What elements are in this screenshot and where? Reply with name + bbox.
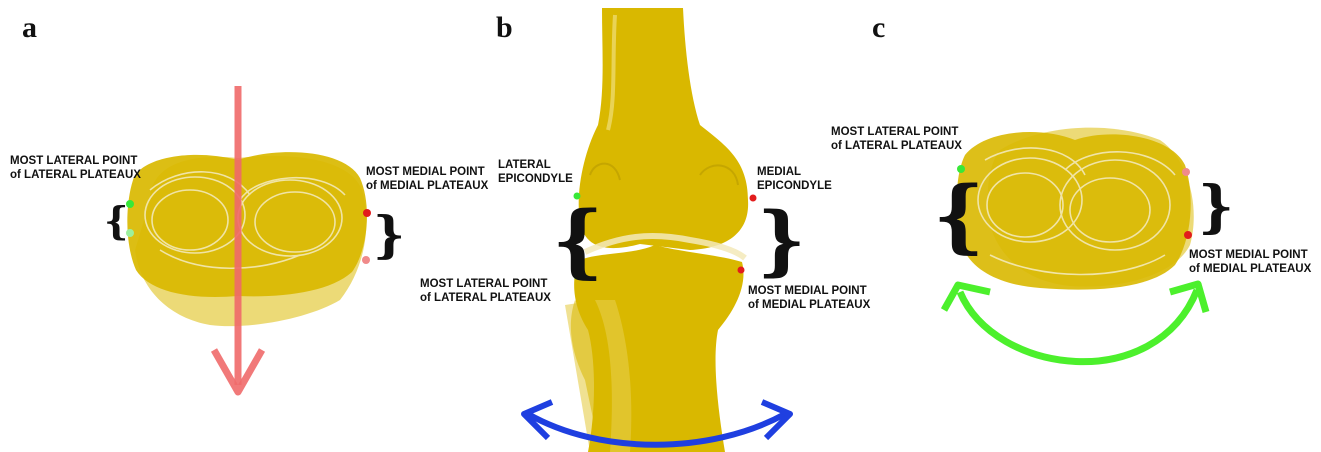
tibial-plateau-top-view-a <box>126 86 371 392</box>
medial-point-red-c <box>1184 231 1192 239</box>
lateral-label-b-line2: of LATERAL PLATEAUX <box>420 292 551 304</box>
medial-label-c-line2: of MEDIAL PLATEAUX <box>1189 263 1312 275</box>
medial-label-c-line1: MOST MEDIAL POINT <box>1189 249 1308 261</box>
lateral-brace-c: { <box>933 168 984 262</box>
lateral-epicondyle-line1: LATERAL <box>498 159 551 171</box>
medial-brace-a: } <box>373 205 405 264</box>
lateral-brace-b: { <box>552 193 603 287</box>
medial-point-pink <box>362 256 370 264</box>
lateral-epicondyle-line2: EPICONDYLE <box>498 173 573 185</box>
panel-a-letter: a <box>22 11 37 44</box>
lateral-label-c-line1: MOST LATERAL POINT <box>831 126 958 138</box>
medial-brace-c: } <box>1198 174 1234 240</box>
medial-label-a-line2: of MEDIAL PLATEAUX <box>366 180 489 192</box>
medial-plateau-point <box>738 267 745 274</box>
panel-c-letter: c <box>872 11 885 44</box>
panel-a: a <box>10 11 489 392</box>
femur <box>579 8 748 250</box>
panel-b-letter: b <box>496 11 513 44</box>
lateral-label-c-line2: of LATERAL PLATEAUX <box>831 140 962 152</box>
panel-b: b <box>420 8 871 452</box>
panel-c: c <box>831 11 1312 362</box>
medial-label-a-line1: MOST MEDIAL POINT <box>366 166 485 178</box>
lateral-label-a-line2: of LATERAL PLATEAUX <box>10 169 141 181</box>
medial-point-red <box>363 209 371 217</box>
medial-epicondyle-line1: MEDIAL <box>757 166 801 178</box>
medial-label-b-line2: of MEDIAL PLATEAUX <box>748 299 871 311</box>
rotation-arrow-green <box>944 284 1206 362</box>
medial-epicondyle-point <box>750 195 757 202</box>
medial-point-pink-c <box>1182 168 1190 176</box>
lateral-brace-a: { <box>104 198 128 243</box>
medial-brace-b: } <box>757 195 806 284</box>
medial-label-b-line1: MOST MEDIAL POINT <box>748 285 867 297</box>
lateral-label-a-line1: MOST LATERAL POINT <box>10 155 137 167</box>
lateral-label-b-line1: MOST LATERAL POINT <box>420 278 547 290</box>
medial-epicondyle-line2: EPICONDYLE <box>757 180 832 192</box>
plateau-main <box>127 152 367 297</box>
